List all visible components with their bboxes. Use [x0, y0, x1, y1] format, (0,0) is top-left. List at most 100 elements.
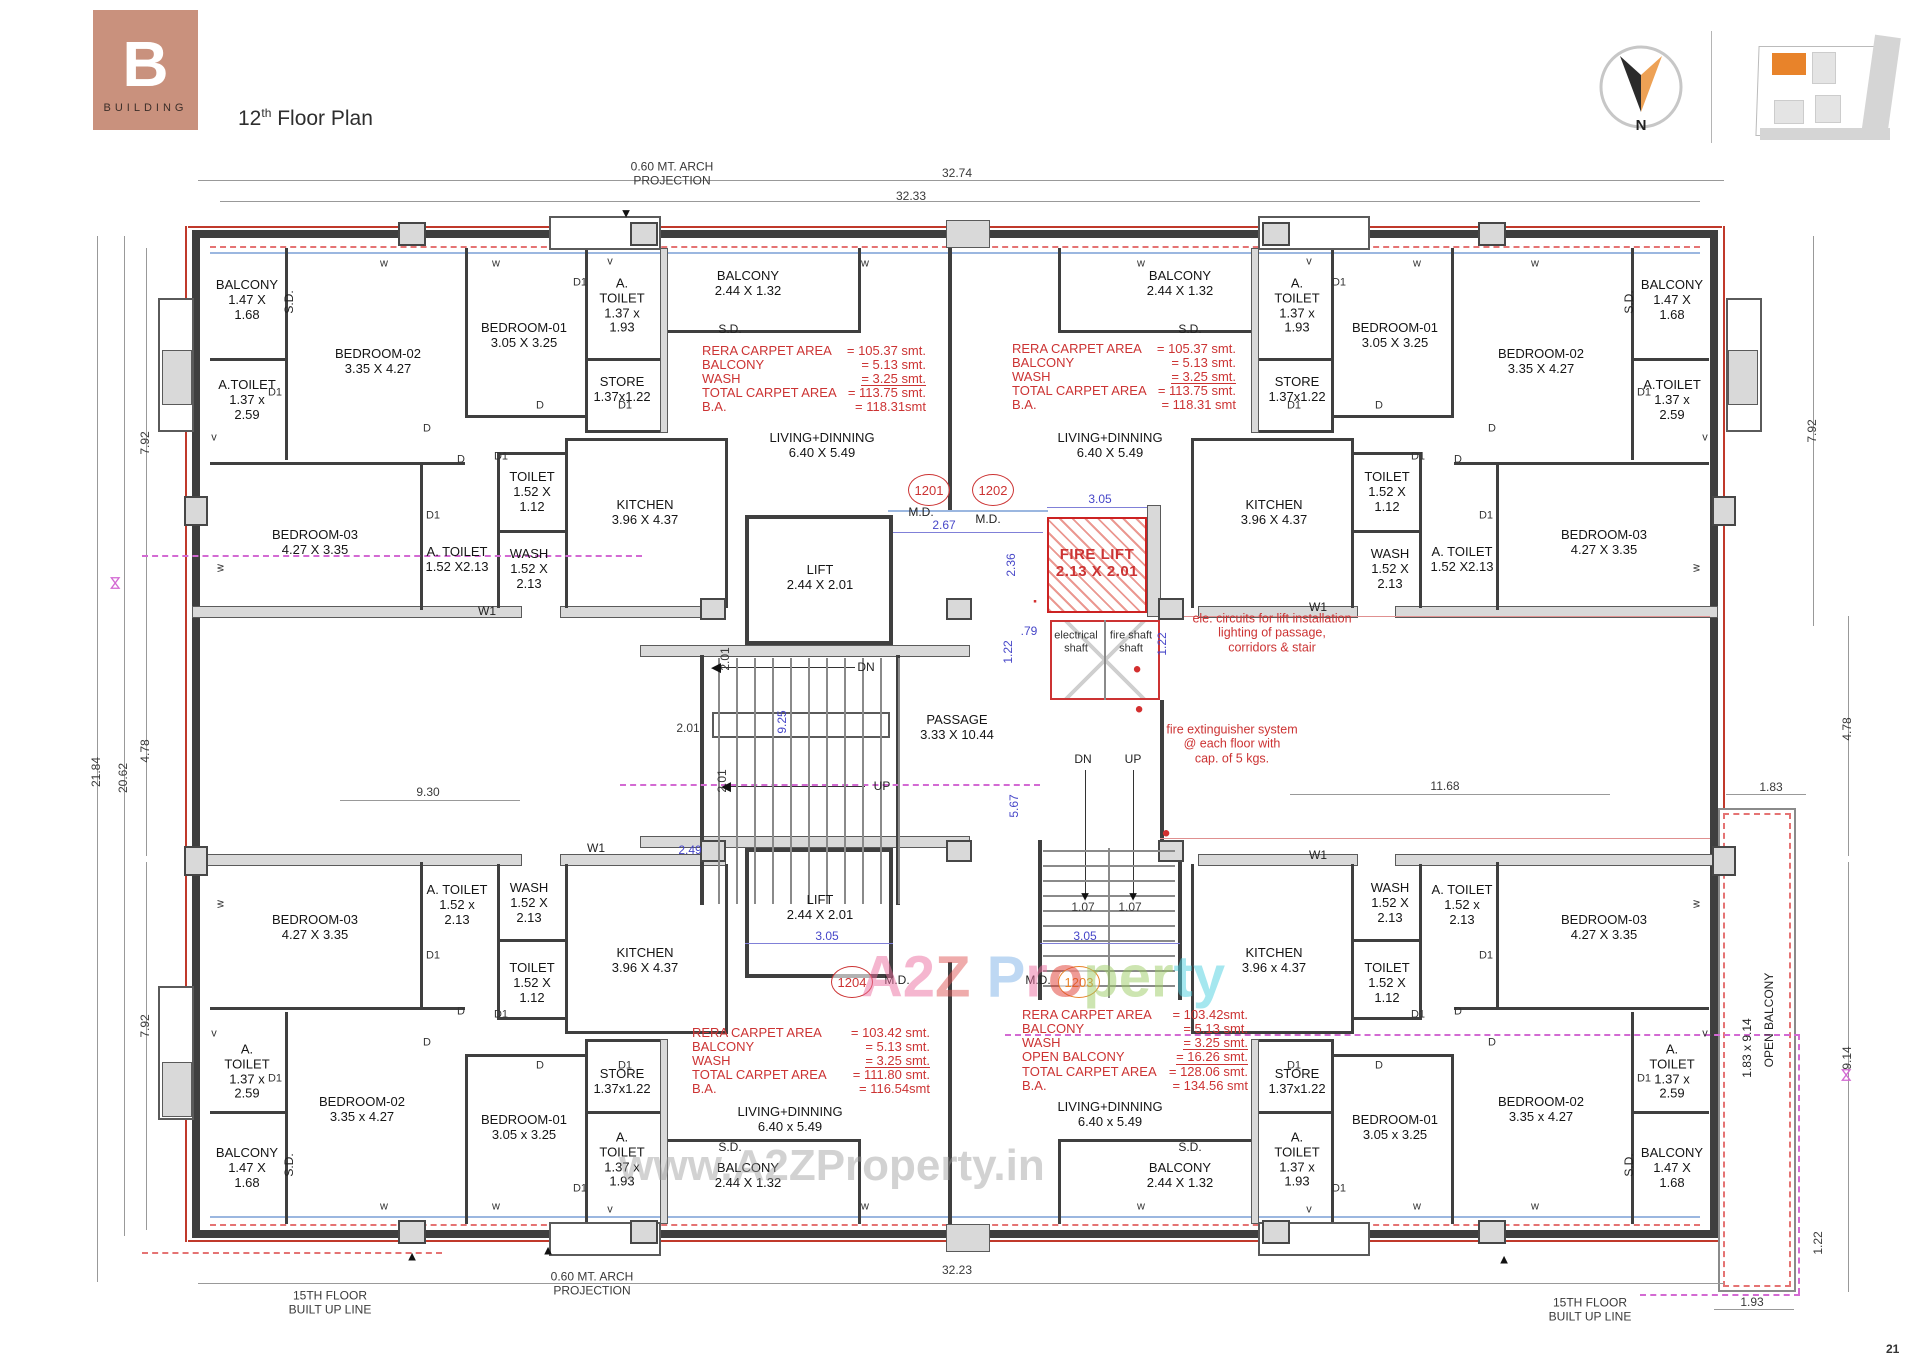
tiny-label: D1 — [1478, 949, 1494, 962]
plan-wall — [285, 1012, 288, 1224]
dimb-label: 3.05 — [815, 929, 839, 944]
tiny-label: D1 — [1286, 399, 1302, 412]
plan-wall — [465, 248, 468, 418]
plan-wall — [858, 1139, 861, 1224]
dimb-label: 2.49 — [678, 843, 702, 858]
rera-row-value: = 3.25 smt. — [861, 370, 926, 387]
plan-wg — [946, 1224, 990, 1252]
room-label: LIVING+DINNING 6.40 X 5.49 — [769, 430, 875, 460]
plan-wall — [585, 248, 588, 433]
rera-row: OPEN BALCONY= 16.26 smt. — [1018, 1050, 1248, 1066]
tiny-label: w — [1413, 1200, 1421, 1213]
room-label: LIVING+DINNING 6.40 x 5.49 — [1057, 1099, 1163, 1129]
plan-wall — [565, 440, 568, 608]
rednote-label: ele. circuits for lift installation ligh… — [1192, 611, 1352, 655]
plan-dl — [97, 236, 98, 1282]
plan-wt — [1043, 910, 1175, 912]
plan-wall — [585, 358, 660, 361]
rera-row-label: TOTAL CARPET AREA — [1022, 1064, 1157, 1080]
plan-wg — [660, 1039, 668, 1224]
tiny-label: w — [492, 1200, 500, 1213]
rera-row-label: BALCONY — [1012, 354, 1075, 370]
room-label: WASH 1.52 X 2.13 — [509, 879, 549, 925]
tiny-label: w — [380, 257, 388, 270]
tag-label: DN — [857, 660, 875, 675]
tiny-label: D — [536, 1059, 544, 1072]
plan-wm — [1640, 1294, 1800, 1296]
rera-row-value: = 134.56 smt — [1172, 1077, 1248, 1093]
tag-label: S.D. — [282, 290, 297, 314]
dim-label: 1.93 — [1740, 1295, 1764, 1310]
rera-row: BALCONY= 5.13 smt. — [688, 1039, 930, 1054]
plan-dl — [146, 616, 147, 856]
room-label: TOILET 1.52 X 1.12 — [509, 959, 555, 1005]
rera-row-value: = 113.75 smt. — [847, 385, 926, 401]
plan-dlb — [745, 943, 893, 944]
rera-row-value: = 3.25 smt. — [1171, 368, 1236, 385]
rera-row: WASH= 3.25 smt. — [698, 370, 926, 387]
tiny-label: w — [1137, 257, 1145, 270]
plan-wm — [620, 784, 1040, 786]
tiny-label: D — [1454, 1005, 1462, 1018]
watermark-letter: o — [1047, 944, 1084, 1010]
tiny-label: v — [607, 255, 613, 268]
rednote-label: fire extinguisher system @ each floor wi… — [1166, 722, 1298, 766]
tiny-label: w — [1690, 564, 1703, 572]
plan-dlb — [1040, 943, 1180, 944]
plan-col — [1262, 222, 1290, 246]
rera-area-block: RERA CARPET AREA= 105.37 smt.BALCONY= 5.… — [698, 344, 926, 414]
watermark-brand: A2Z Property — [861, 944, 1225, 1011]
plan-wg — [1147, 505, 1161, 617]
plan-wall — [1059, 330, 1251, 333]
inset-base — [1760, 128, 1890, 140]
rera-row: BALCONY= 5.13 smt. — [698, 357, 926, 372]
plan-wall — [500, 452, 565, 455]
dim-label: 4.78 — [1840, 717, 1855, 741]
plan-wt — [1108, 848, 1110, 998]
plan-wg — [660, 248, 668, 433]
plan-col — [1478, 1220, 1506, 1244]
watermark-letter: t — [1173, 944, 1193, 1010]
tiny-label: D1 — [425, 949, 441, 962]
tiny-label: D — [457, 1005, 465, 1018]
plan-wg — [1395, 606, 1718, 618]
plan-wt — [1043, 940, 1175, 942]
dim-label: 7.92 — [138, 1014, 153, 1038]
plan-wr — [1723, 226, 1725, 1242]
plan-col — [1478, 222, 1506, 246]
tiny-label: w — [214, 564, 227, 572]
room-label: TOILET 1.52 X 1.12 — [509, 468, 555, 514]
rera-row: RERA CARPET AREA= 105.37 smt. — [1008, 342, 1236, 356]
plan-wall — [1059, 1139, 1251, 1142]
room-label: BALCONY 2.44 X 1.32 — [714, 1160, 782, 1190]
rera-row: WASH= 3.25 smt. — [1018, 1035, 1248, 1051]
plan-col — [946, 598, 972, 620]
room-label: A.TOILET 1.37 x 2.59 — [218, 376, 276, 422]
tiny-label: D1 — [1286, 1059, 1302, 1072]
floor-number: 12 — [238, 107, 262, 130]
plan-wall — [500, 530, 565, 533]
rera-row-label: TOTAL CARPET AREA — [702, 385, 837, 401]
dim-label: 2.01 — [718, 647, 733, 671]
page-number: 21 — [1886, 1342, 1900, 1356]
room-label: LIVING+DINNING 6.40 x 5.49 — [737, 1104, 843, 1134]
plan-dla — [715, 667, 855, 668]
plan-dl — [198, 1283, 1724, 1284]
plan-dl — [1714, 1309, 1794, 1310]
rera-row-value: = 3.25 smt. — [865, 1052, 930, 1069]
dimc-label: 0.60 MT. ARCH PROJECTION — [550, 1269, 634, 1297]
watermark-letter: e — [1118, 944, 1151, 1010]
plan-wt — [1043, 895, 1175, 897]
room-label: TOILET 1.52 X 1.12 — [1364, 959, 1410, 1005]
tiny-label: D1 — [267, 1072, 283, 1085]
room-label: A. TOILET 1.52 X2.13 — [1430, 544, 1494, 574]
building-letter: B — [122, 28, 169, 100]
room-label: BALCONY 2.44 X 1.32 — [1146, 1160, 1214, 1190]
plan-wt — [1043, 985, 1175, 987]
fsym-label: ● — [1161, 824, 1171, 842]
dim-label: 32.74 — [941, 166, 973, 181]
tiny-label: v — [211, 431, 217, 444]
rera-row-value: = 5.13 smt. — [1171, 354, 1236, 370]
tag-label: S.D. — [282, 1153, 297, 1177]
tag-label: M.D. — [1025, 973, 1051, 988]
